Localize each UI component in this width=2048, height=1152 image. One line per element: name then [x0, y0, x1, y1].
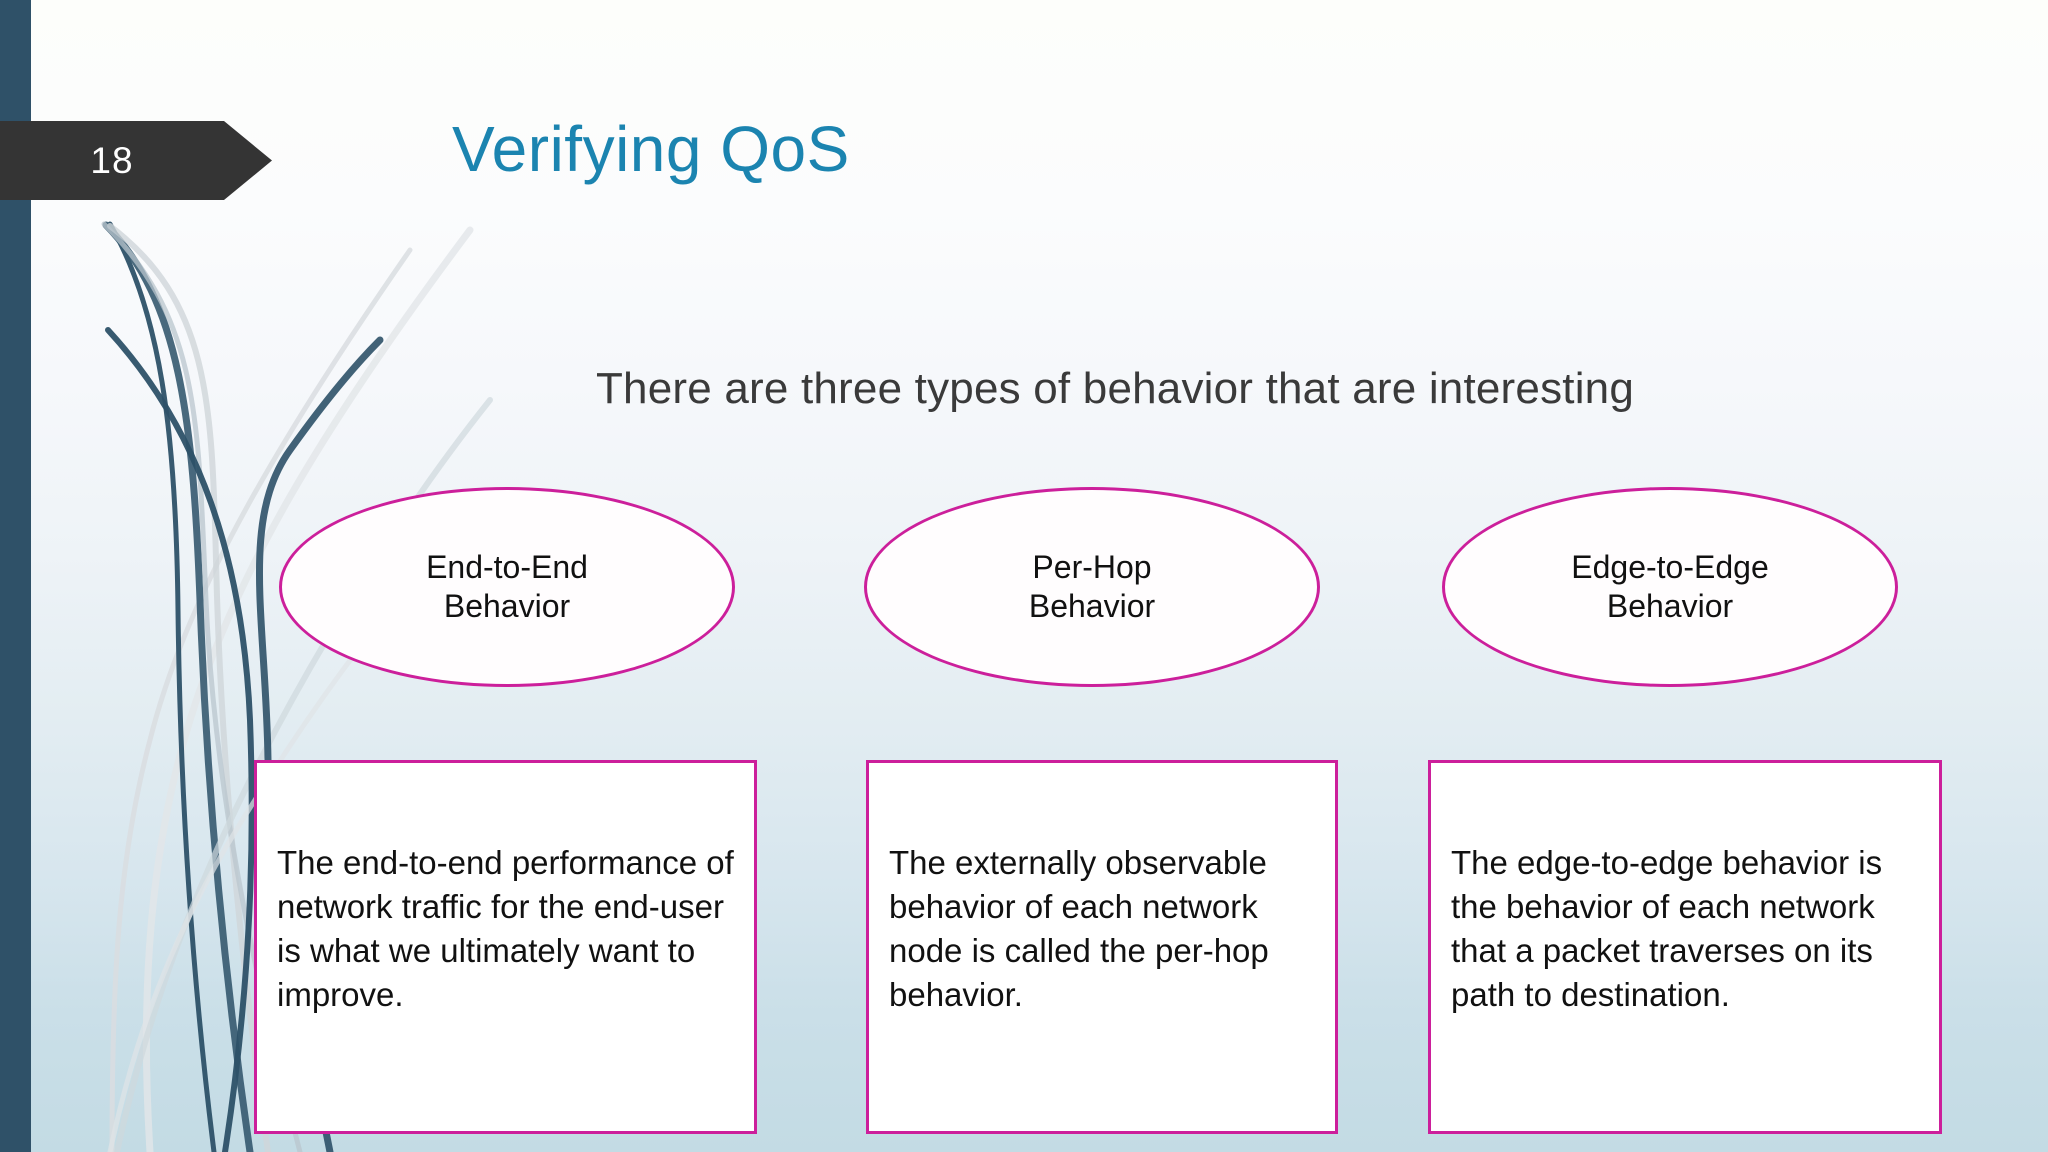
concept-label-line1: End-to-End — [426, 548, 588, 585]
concept-description-per-hop: The externally observable behavior of ea… — [866, 760, 1338, 1134]
concept-ellipse-per-hop: Per-Hop Behavior — [864, 487, 1320, 687]
page-number-banner: 18 — [0, 121, 272, 200]
concept-label-line2: Behavior — [1606, 588, 1734, 624]
page-title: Verifying QoS — [452, 113, 850, 185]
concept-description-end-to-end: The end-to-end performance of network tr… — [254, 760, 757, 1134]
concept-label-line1: Edge-to-Edge — [1571, 548, 1769, 585]
concept-ellipse-edge-to-edge: Edge-to-Edge Behavior — [1442, 487, 1898, 687]
slide-subtitle: There are three types of behavior that a… — [595, 364, 1635, 413]
banner-arrow-shape — [0, 121, 272, 200]
page-number: 18 — [90, 139, 134, 181]
concept-label-line2: Behavior — [443, 588, 571, 624]
concept-label-line1: Per-Hop — [1032, 548, 1152, 585]
concept-label-line2: Behavior — [1028, 588, 1156, 624]
concept-description-edge-to-edge: The edge-to-edge behavior is the behavio… — [1428, 760, 1942, 1134]
concept-ellipse-end-to-end: End-to-End Behavior — [279, 487, 735, 687]
